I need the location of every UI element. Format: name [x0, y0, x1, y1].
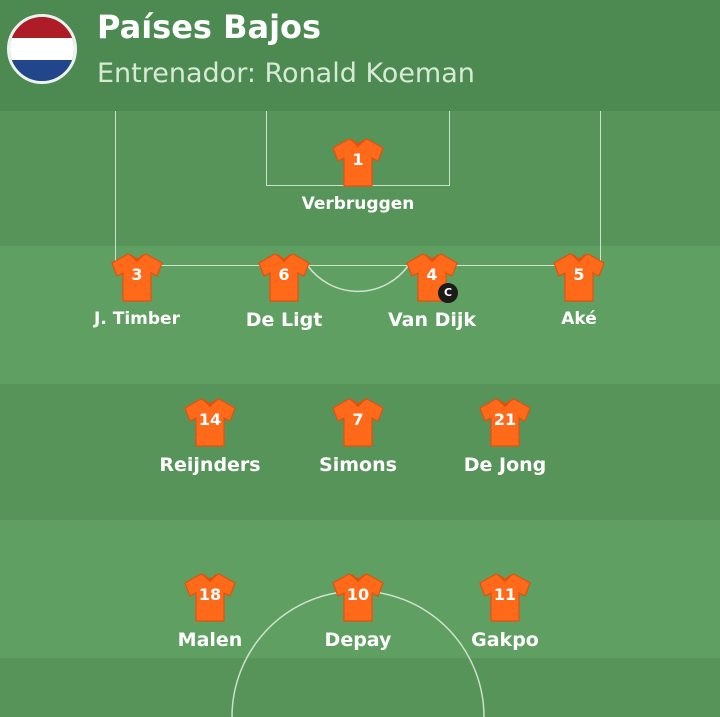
- player-number: 1: [352, 150, 364, 169]
- player-name: De Jong: [463, 454, 547, 476]
- shirt-icon: 10: [330, 571, 386, 623]
- player-number: 6: [278, 265, 290, 284]
- player-name: Van Dijk: [387, 309, 477, 331]
- player-ake[interactable]: 5 Aké: [509, 251, 649, 329]
- player-malen[interactable]: 18 Malen: [140, 571, 280, 651]
- player-name: Gakpo: [471, 629, 539, 651]
- player-name: Simons: [319, 454, 397, 476]
- shirt-icon: 7: [330, 396, 386, 448]
- shirt-icon: 3: [109, 251, 165, 303]
- player-name: Verbruggen: [301, 194, 415, 214]
- netherlands-flag-icon: [7, 14, 77, 84]
- player-gakpo[interactable]: 11 Gakpo: [435, 571, 575, 651]
- player-number: 4: [426, 265, 438, 284]
- captain-badge: C: [438, 283, 458, 303]
- flag-stripe-blue: [10, 59, 74, 81]
- player-timber[interactable]: 3 J. Timber: [67, 251, 207, 329]
- player-name: Malen: [177, 629, 243, 651]
- flag-stripe-red: [10, 17, 74, 39]
- player-de-jong[interactable]: 21 De Jong: [435, 396, 575, 476]
- shirt-icon: 14: [182, 396, 238, 448]
- player-number: 18: [198, 585, 222, 604]
- player-number: 5: [573, 265, 585, 284]
- player-number: 11: [493, 585, 517, 604]
- player-name: Aké: [561, 309, 597, 329]
- player-de-ligt[interactable]: 6 De Ligt: [214, 251, 354, 331]
- shirt-icon: 21: [477, 396, 533, 448]
- team-name: Países Bajos: [97, 8, 322, 46]
- penalty-box: [115, 111, 601, 266]
- player-name: Depay: [324, 629, 392, 651]
- shirt-icon: 1: [330, 136, 386, 188]
- penalty-arc: [307, 265, 409, 293]
- shirt-icon: 18: [182, 571, 238, 623]
- player-reijnders[interactable]: 14 Reijnders: [140, 396, 280, 476]
- shirt-icon: 11: [477, 571, 533, 623]
- player-number: 21: [493, 410, 517, 429]
- team-header: Países Bajos Entrenador: Ronald Koeman: [0, 0, 720, 111]
- player-name: Reijnders: [159, 454, 261, 476]
- shirt-icon: 6: [256, 251, 312, 303]
- player-verbruggen[interactable]: 1 Verbruggen: [288, 136, 428, 214]
- player-depay[interactable]: 10 Depay: [288, 571, 428, 651]
- player-name: J. Timber: [94, 309, 180, 329]
- player-number: 10: [346, 585, 370, 604]
- shirt-icon: 5: [551, 251, 607, 303]
- player-number: 3: [131, 265, 143, 284]
- player-name: De Ligt: [245, 309, 323, 331]
- player-number: 7: [352, 410, 364, 429]
- pitch-stripe: [0, 658, 720, 717]
- player-simons[interactable]: 7 Simons: [288, 396, 428, 476]
- flag-stripe-white: [10, 38, 74, 60]
- coach-label: Entrenador: Ronald Koeman: [97, 58, 475, 89]
- player-number: 14: [198, 410, 222, 429]
